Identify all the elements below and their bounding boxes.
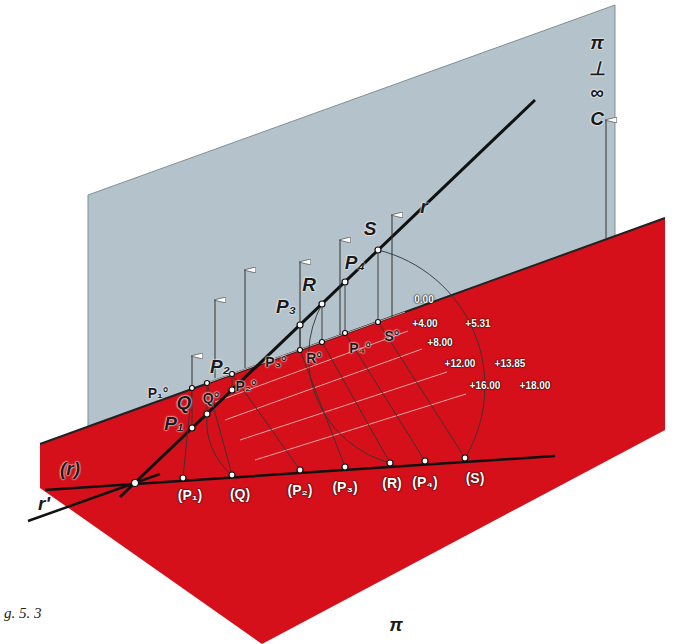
point-label: +8.00: [427, 338, 452, 348]
point-label: +13.85: [495, 359, 526, 369]
point-label: (P₃): [332, 480, 357, 494]
point-label: R: [302, 275, 316, 294]
point-label: P₄: [345, 253, 365, 272]
point-label: (R): [382, 476, 401, 490]
point-label: π: [389, 615, 403, 634]
point-label: Q°: [203, 391, 220, 405]
point-label: +5.31: [465, 319, 490, 329]
point-label: (P₄): [412, 475, 437, 489]
points: [132, 247, 469, 487]
height-arrows: [192, 215, 392, 388]
point-label: P₂: [210, 357, 230, 376]
point-label: ⊥: [589, 59, 606, 78]
figure-caption: g. 5. 3: [4, 606, 42, 621]
point-label: S°: [385, 329, 400, 343]
point-label: +12.00: [445, 359, 476, 369]
point-label: +18.00: [520, 381, 551, 391]
point-label: C: [590, 109, 604, 128]
point-label: S: [364, 219, 377, 238]
point-label: P₁: [164, 414, 183, 433]
projector-lines: [183, 250, 485, 478]
point-label: (r): [60, 459, 80, 478]
point-label: R°: [306, 351, 322, 365]
point-label: π: [590, 33, 604, 52]
point-label: r: [420, 197, 427, 216]
point-label: Q: [177, 393, 192, 412]
direction-arrow: [606, 120, 607, 238]
point-label: (P₂): [288, 483, 313, 497]
point-label: r': [38, 494, 50, 513]
line-r: [120, 100, 535, 497]
point-label: P₃: [276, 297, 296, 316]
point-label: P₃°: [265, 355, 286, 369]
point-label: P₂°: [235, 379, 256, 393]
point-label: P₄°: [349, 341, 371, 355]
line-r-prime: [28, 474, 160, 521]
point-label: ∞: [590, 83, 604, 102]
point-label: (P₁): [178, 488, 202, 502]
elevation-lines: [210, 312, 466, 460]
point-label: 0.00: [414, 295, 433, 305]
point-label: (Q): [230, 487, 250, 501]
point-label: +16.00: [470, 381, 501, 391]
vertical-plane: [88, 5, 615, 426]
point-label: (S): [466, 471, 485, 485]
ground-line: [40, 218, 665, 444]
point-label: P₁°: [148, 386, 169, 400]
point-label: +4.00: [412, 319, 437, 329]
